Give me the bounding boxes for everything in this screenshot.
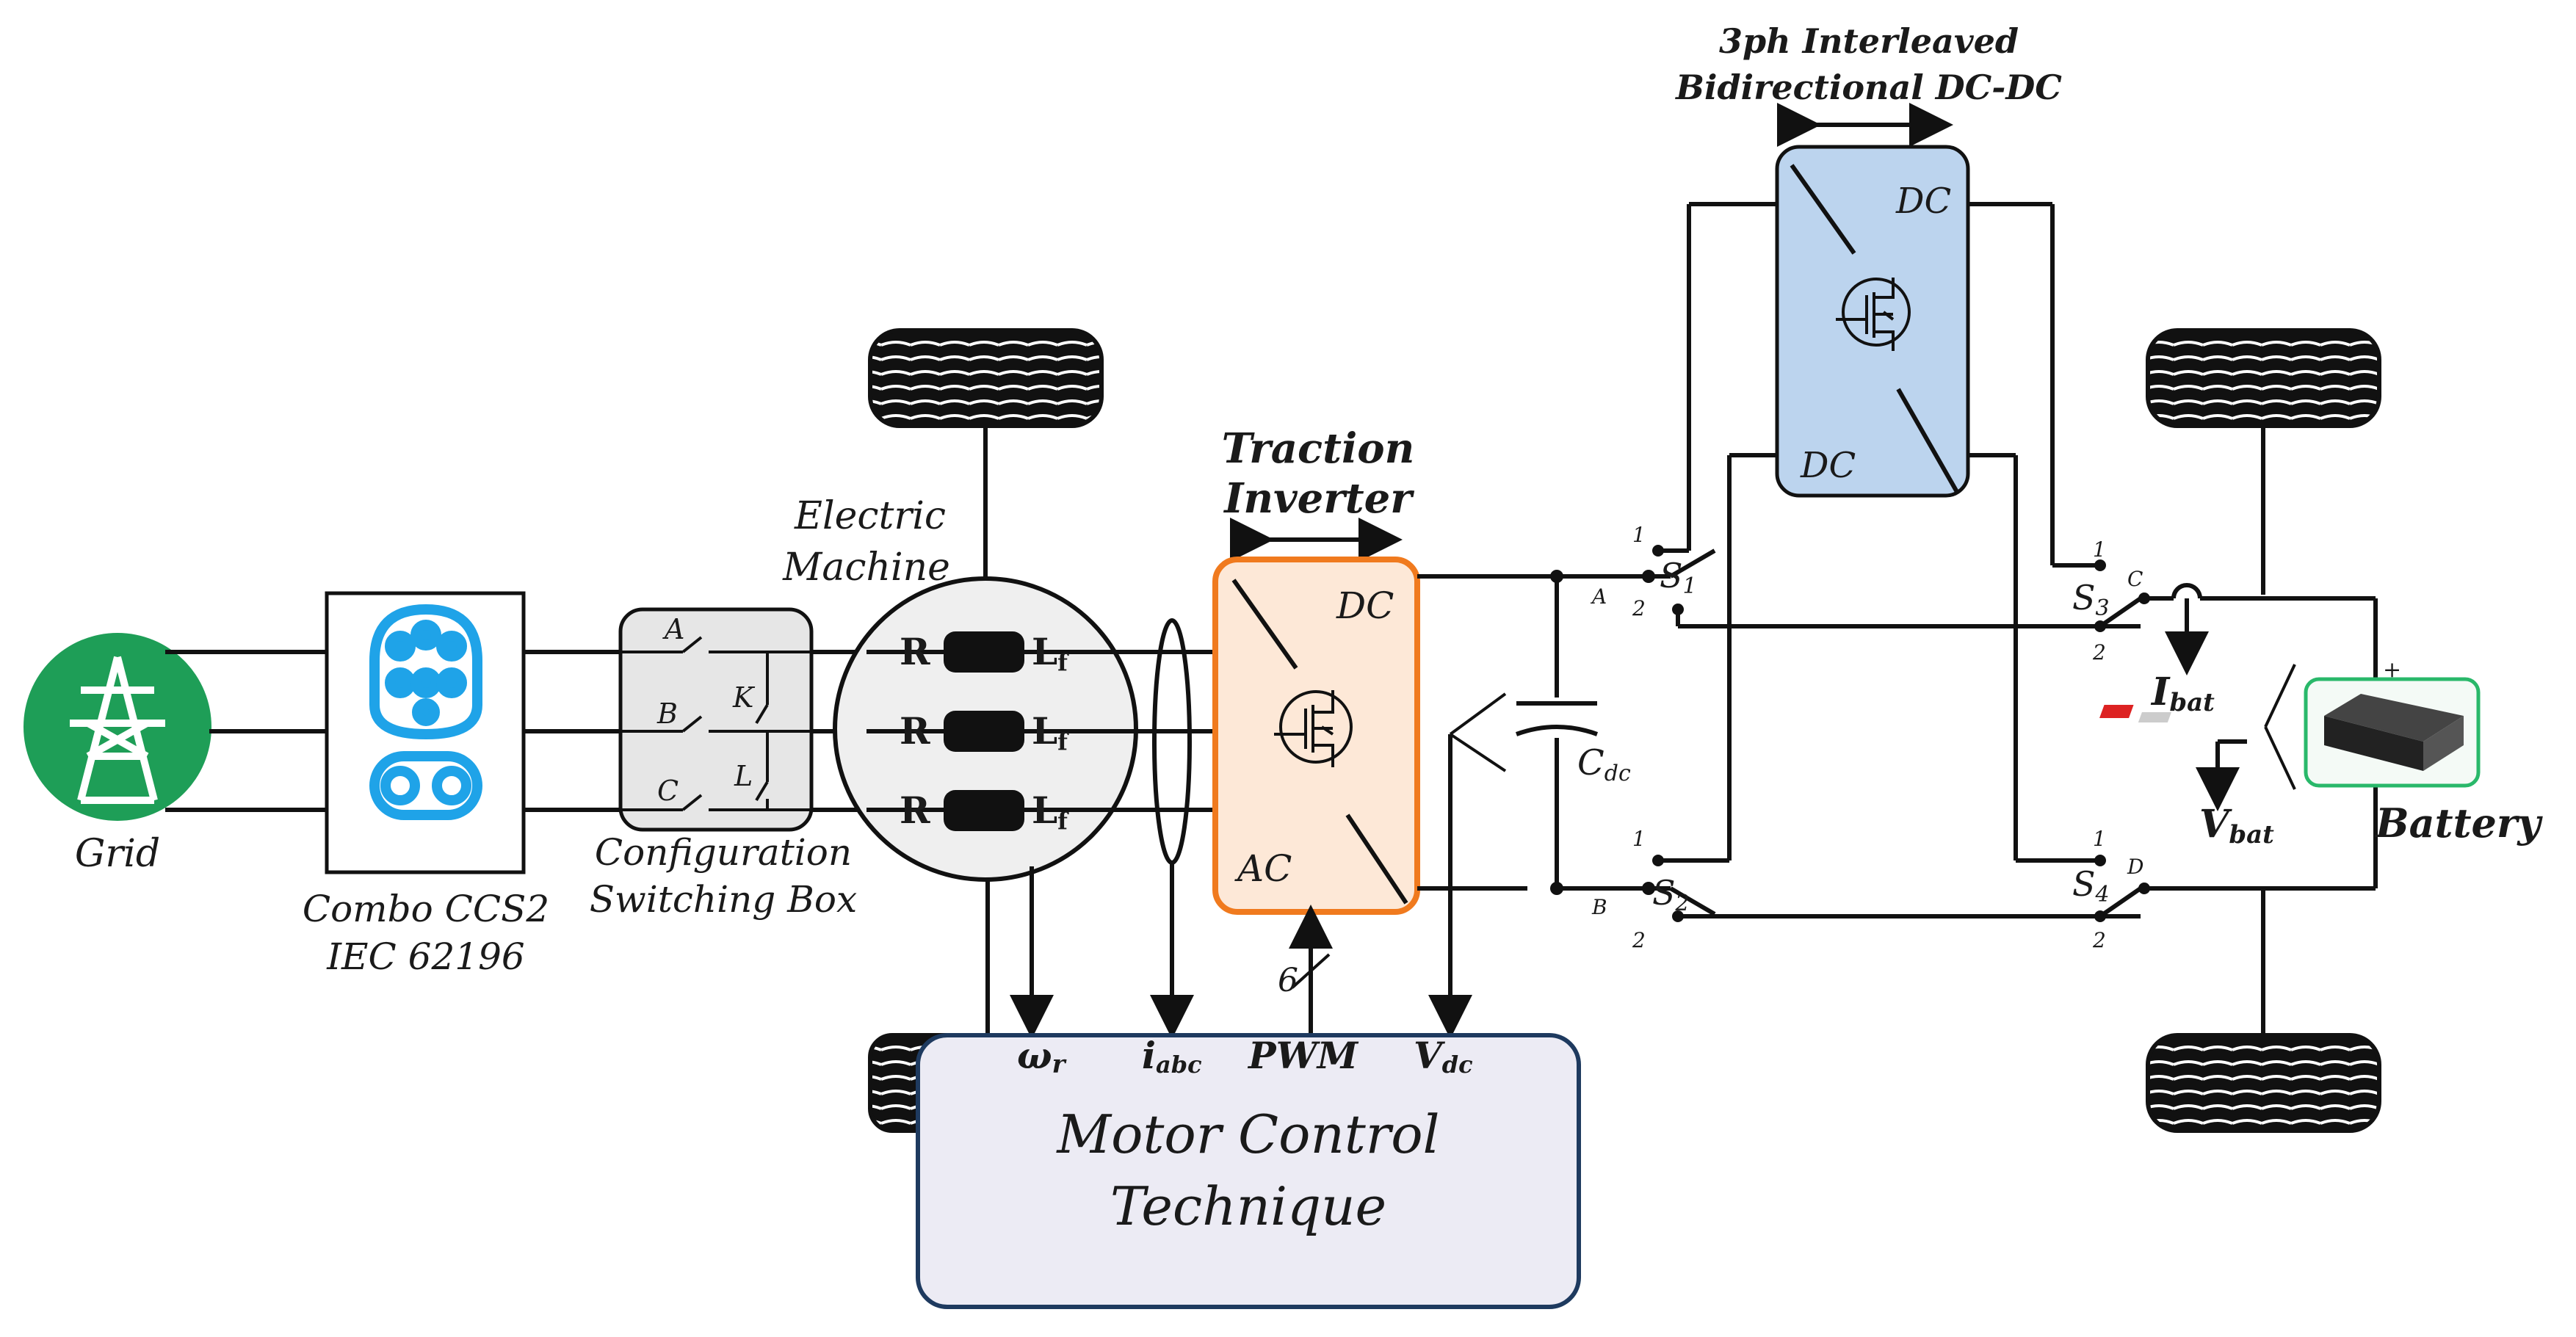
control-label-1: Motor Control [1055, 1104, 1439, 1165]
pwm-label: PWM [1247, 1034, 1359, 1077]
dcdc-dc-bottom-label: DC [1800, 445, 1856, 486]
node-d-label: D [2127, 855, 2143, 879]
s4-pos2-label: 2 [2092, 928, 2106, 952]
current-sensor [1152, 618, 1192, 865]
traction-inverter: Traction Inverter DC AC [1212, 424, 1420, 915]
s1-label: S1 [1660, 556, 1697, 599]
dc-capacitor [1515, 701, 1599, 736]
switch-c-label: C [657, 775, 679, 807]
battery-pack-icon [2099, 694, 2464, 771]
inverter-label-1: Traction [1222, 424, 1415, 473]
lf-label-2: Lf [1032, 709, 1069, 756]
machine-label-2: Machine [782, 546, 950, 590]
control-feedback [985, 863, 1333, 1043]
switch-a-label: A [662, 613, 684, 645]
vdc-label: Vdc [1414, 1034, 1473, 1079]
switch-s3: 1 2 C S3 [2072, 537, 2150, 664]
grid-lines [165, 650, 327, 812]
omega-label: ωr [1017, 1034, 1067, 1079]
tire-rear-top [2146, 328, 2381, 595]
machine-windings [866, 631, 1101, 831]
battery-wiring [2144, 583, 2378, 891]
connector-label-2: IEC 62196 [326, 935, 524, 978]
battery-label: Battery [2374, 800, 2543, 847]
s4-label: S4 [2072, 864, 2110, 907]
electric-machine: Electric Machine R R R Lf Lf Lf [782, 494, 1138, 882]
dc-link: Cdc [1417, 570, 1649, 1039]
ibat-label: Ibat [2150, 670, 2215, 717]
ccs2-plug-icon [369, 604, 482, 820]
battery-plus: + [2383, 657, 2401, 683]
r-label-1: R [900, 630, 930, 673]
grid-label: Grid [75, 832, 160, 876]
ccs2-connector: Combo CCS2 IEC 62196 [303, 591, 549, 978]
node-b-label: B [1591, 895, 1607, 919]
inverter-label-2: Inverter [1223, 474, 1414, 523]
r-label-3: R [900, 789, 930, 832]
connector-lines [524, 650, 621, 812]
control-label-2: Technique [1110, 1175, 1386, 1237]
configuration-switching-box: A B C K L Configuration Switching Box [590, 607, 857, 921]
motor-control-block: ωr iabc 6 PWM Vdc Motor Control Techniqu… [916, 962, 1581, 1309]
machine-label-1: Electric [794, 494, 946, 538]
switch-b-label: B [656, 698, 678, 730]
lf-label-3: Lf [1032, 789, 1069, 835]
vdc-sense [1428, 692, 1507, 1039]
s3-label: S3 [2072, 578, 2110, 621]
switch-s4: 1 2 D S4 [2072, 827, 2150, 952]
s2-pos2-label: 2 [1632, 928, 1646, 952]
switch-k-label: K [732, 681, 756, 714]
cdc-label: Cdc [1577, 742, 1631, 786]
switch-s2: B 1 2 S2 [1591, 827, 1716, 952]
s4-pos1-label: 1 [2093, 827, 2106, 851]
switch-l-label: L [734, 760, 753, 792]
vbat-label: Vbat [2199, 802, 2274, 849]
s3-pos1-label: 1 [2093, 537, 2106, 562]
dcdc-label-2: Bidirectional DC-DC [1674, 68, 2062, 107]
dcdc-converter: 3ph Interleaved Bidirectional DC-DC DC D… [1674, 21, 2062, 498]
node-c-label: C [2127, 567, 2143, 591]
switch-box-label-2: Switching Box [590, 878, 857, 921]
s2-label: S2 [1652, 873, 1690, 916]
dcdc-label-1: 3ph Interleaved [1719, 21, 2019, 61]
dcdc-mosfet-icon [1836, 278, 1911, 351]
s1-pos1-label: 1 [1632, 523, 1646, 547]
switch-s1: A 1 2 S1 [1590, 523, 1716, 620]
iabc-label: iabc [1142, 1034, 1202, 1079]
battery-block: + Battery [2099, 657, 2543, 847]
r-label-2: R [900, 709, 930, 753]
node-a-label: A [1590, 584, 1607, 609]
inverter-dc-label: DC [1336, 584, 1394, 627]
switch-box-label-1: Configuration [595, 831, 852, 874]
dcdc-wiring [1658, 202, 2141, 918]
s1-pos2-label: 2 [1632, 596, 1646, 620]
transmission-tower-icon [70, 656, 165, 804]
tire-rear-bottom [2146, 888, 2381, 1133]
lf-label-1: Lf [1032, 630, 1069, 676]
s2-pos1-label: 1 [1632, 827, 1646, 851]
tire-front-top [868, 328, 1104, 595]
six-label: 6 [1278, 962, 1298, 999]
grid-block: Grid [23, 633, 211, 876]
connector-label-1: Combo CCS2 [303, 888, 549, 930]
inverter-ac-label: AC [1234, 847, 1292, 890]
dcdc-dc-top-label: DC [1895, 181, 1951, 222]
s3-pos2-label: 2 [2092, 640, 2106, 664]
mosfet-icon [1274, 690, 1353, 767]
